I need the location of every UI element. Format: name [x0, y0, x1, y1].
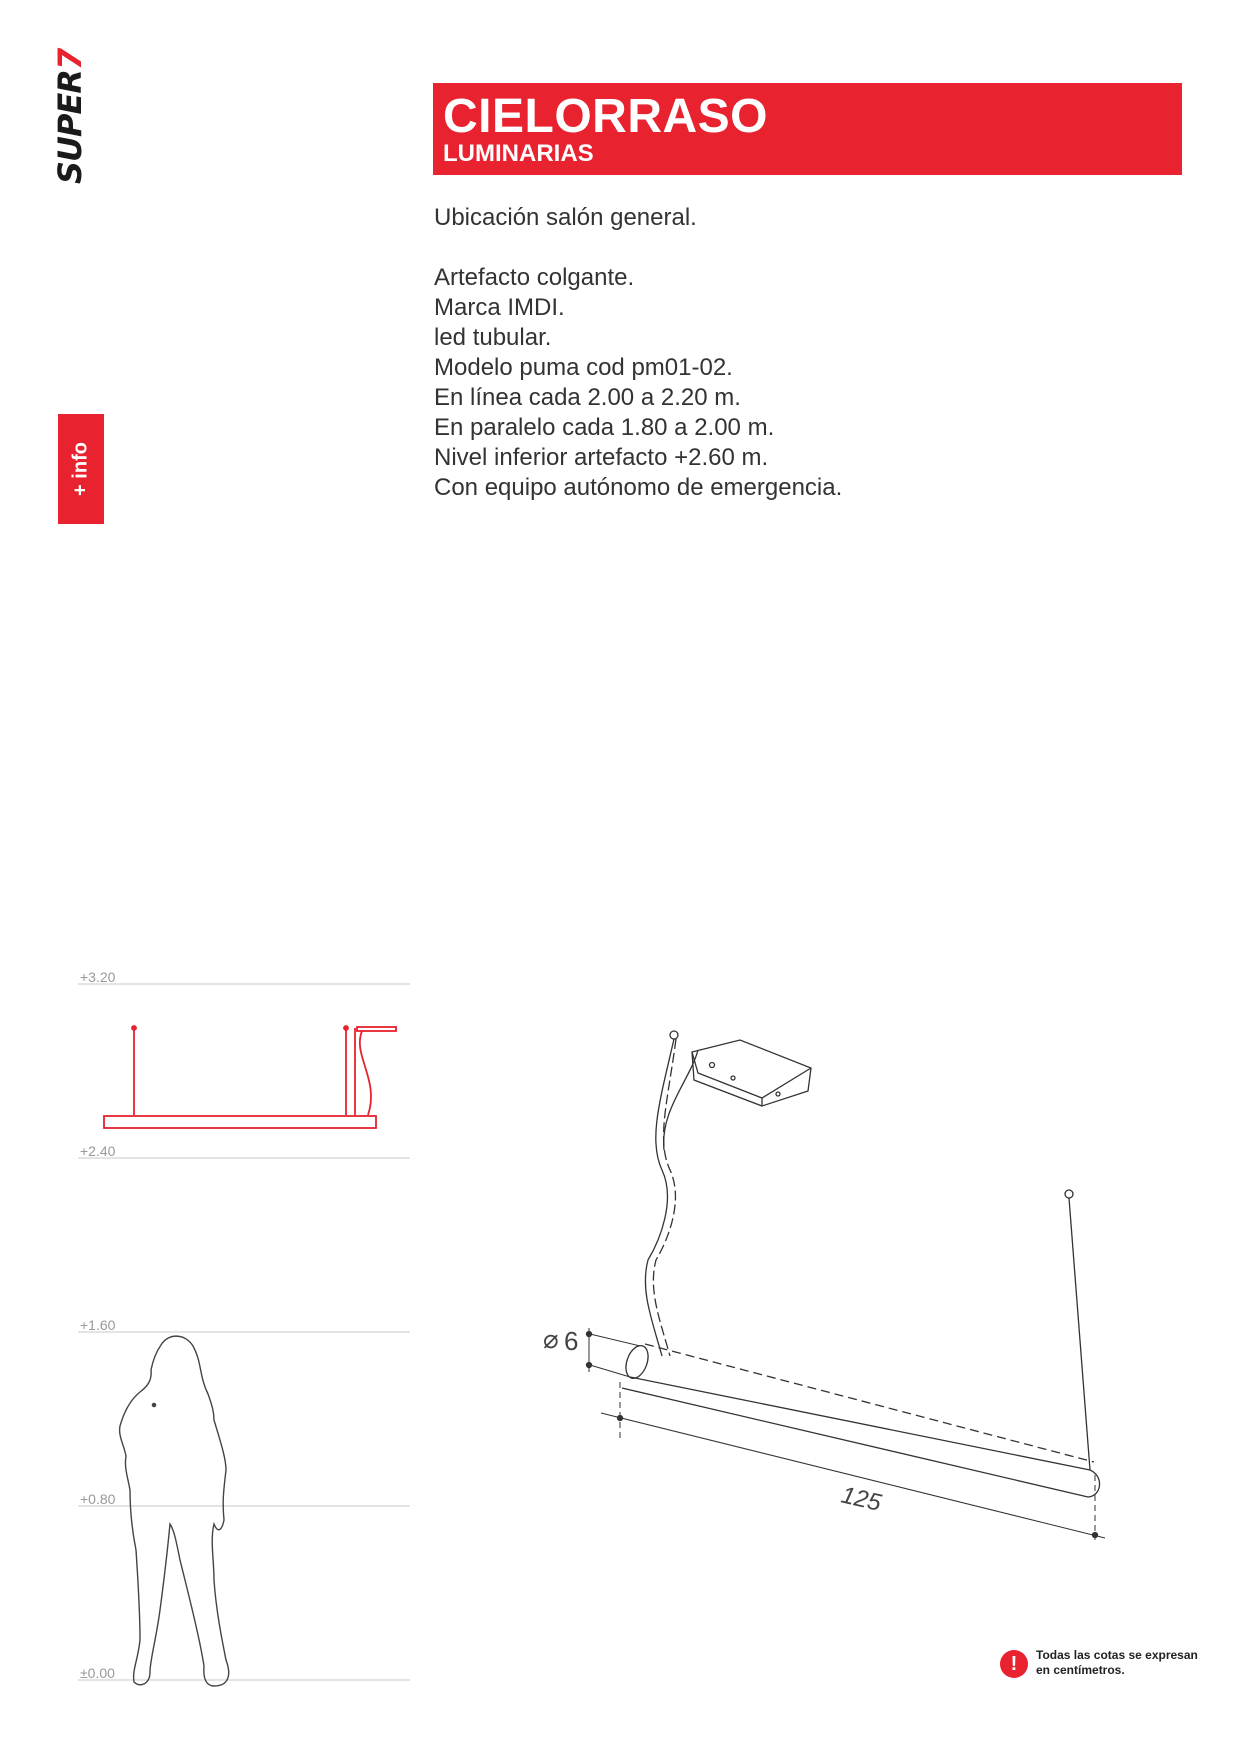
level-label: +0.80: [80, 1491, 116, 1507]
diameter-value: 6: [564, 1326, 578, 1356]
spec-line: Nivel inferior artefacto +2.60 m.: [434, 444, 769, 471]
level-label: +1.60: [80, 1317, 116, 1333]
spec-line: Modelo puma cod pm01-02.: [434, 354, 733, 381]
human-silhouette: [118, 1335, 230, 1687]
info-tab[interactable]: + info: [58, 414, 104, 524]
level-label: +3.20: [80, 969, 116, 985]
spec-line: led tubular.: [434, 324, 552, 351]
section-header: CIELORRASO LUMINARIAS: [433, 83, 1182, 175]
diameter-symbol: ⌀: [543, 1324, 559, 1354]
length-value: 125: [839, 1482, 885, 1517]
spec-line: Con equipo autónomo de emergencia.: [434, 474, 843, 501]
elevation-scale: +3.20 +2.40 +1.60 +0.80 ±0.00: [78, 969, 410, 1681]
spec-line: En línea cada 2.00 a 2.20 m.: [434, 384, 741, 411]
isometric-luminaire: [585, 1030, 1106, 1540]
page-subtitle: LUMINARIAS: [443, 140, 594, 167]
spec-line: Marca IMDI.: [434, 294, 565, 321]
units-note-text: Todas las cotas se expresan en centímetr…: [1036, 1648, 1198, 1677]
spec-line: Artefacto colgante.: [434, 264, 635, 291]
units-note: ! Todas las cotas se expresan en centíme…: [1000, 1644, 1200, 1688]
location-text: Ubicación salón general.: [434, 204, 697, 231]
warning-icon: !: [1000, 1650, 1028, 1678]
page-title: CIELORRASO: [443, 90, 769, 143]
elevation-luminaire: [103, 1025, 397, 1129]
level-label: ±0.00: [80, 1665, 115, 1681]
spec-line: En paralelo cada 1.80 a 2.00 m.: [434, 414, 775, 441]
level-label: +2.40: [80, 1143, 116, 1159]
description-block: Ubicación salón general. Artefacto colga…: [434, 203, 1194, 503]
